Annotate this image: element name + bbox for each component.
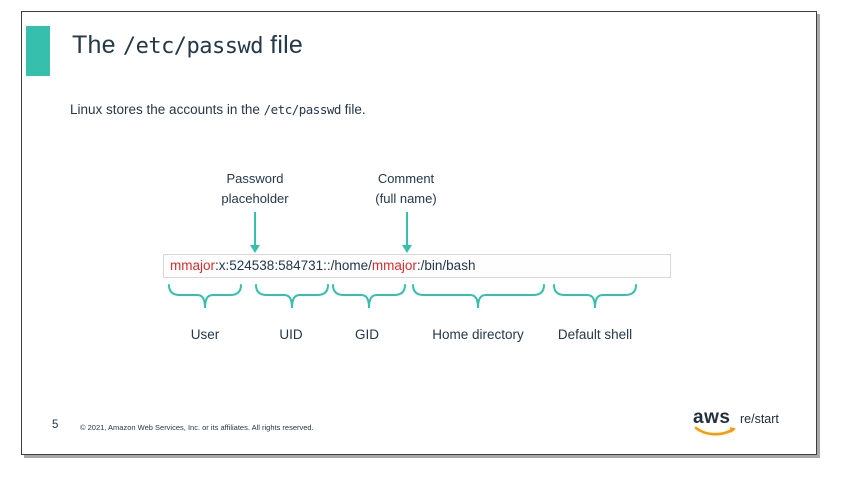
body-suffix: file. <box>340 102 366 117</box>
down-arrow-head <box>401 245 412 253</box>
underbrace-default-shell-icon <box>553 284 637 311</box>
callout-password-placeholder: Password placeholder <box>185 169 325 209</box>
down-arrow-head <box>249 245 260 253</box>
field-label-user: User <box>190 327 220 342</box>
passwd-shell: :/bin/bash <box>416 258 476 273</box>
page-number: 5 <box>52 419 59 431</box>
underbrace-user-icon <box>168 284 242 311</box>
title-suffix: file <box>263 31 303 59</box>
callout-password-line1: Password <box>226 171 284 186</box>
field-label-default-shell: Default shell <box>557 327 633 342</box>
title-code: /etc/passwd <box>122 34 264 59</box>
underbrace-home-directory-icon <box>412 284 545 311</box>
down-arrow-icon <box>249 212 260 253</box>
passwd-username-2: mmajor <box>371 258 417 273</box>
passwd-username: mmajor <box>170 258 216 273</box>
callout-comment: Comment (full name) <box>336 169 476 209</box>
body-text: Linux stores the accounts in the /etc/pa… <box>70 102 366 117</box>
page-title: The /etc/passwd file <box>72 31 303 60</box>
underbrace-uid-icon <box>255 284 329 311</box>
passwd-middle: :x:524538:584731::/home/ <box>215 258 372 273</box>
callout-password-line2: placeholder <box>221 191 289 207</box>
down-arrow-line <box>405 212 408 245</box>
copyright-text: © 2021, Amazon Web Services, Inc. or its… <box>80 423 314 432</box>
underbrace-gid-icon <box>332 284 406 311</box>
aws-smile-icon <box>694 425 738 443</box>
field-label-home-directory: Home directory <box>432 327 524 342</box>
field-label-uid: UID <box>279 327 303 342</box>
title-accent-bar <box>26 26 50 76</box>
restart-label: re/start <box>740 412 779 426</box>
aws-logo-text: aws <box>693 407 731 428</box>
title-prefix: The <box>72 31 123 59</box>
passwd-entry-box: mmajor:x:524538:584731::/home/mmajor:/bi… <box>163 254 671 278</box>
aws-logo: aws re/start <box>693 407 783 439</box>
down-arrow-line <box>253 212 256 245</box>
field-label-gid: GID <box>354 327 379 342</box>
body-code: /etc/passwd <box>263 102 342 117</box>
slide-frame <box>21 11 817 455</box>
down-arrow-icon <box>401 212 412 253</box>
callout-comment-line2: (full name) <box>375 191 437 207</box>
body-prefix: Linux stores the accounts in the <box>70 102 264 117</box>
callout-comment-line1: Comment <box>377 171 435 186</box>
